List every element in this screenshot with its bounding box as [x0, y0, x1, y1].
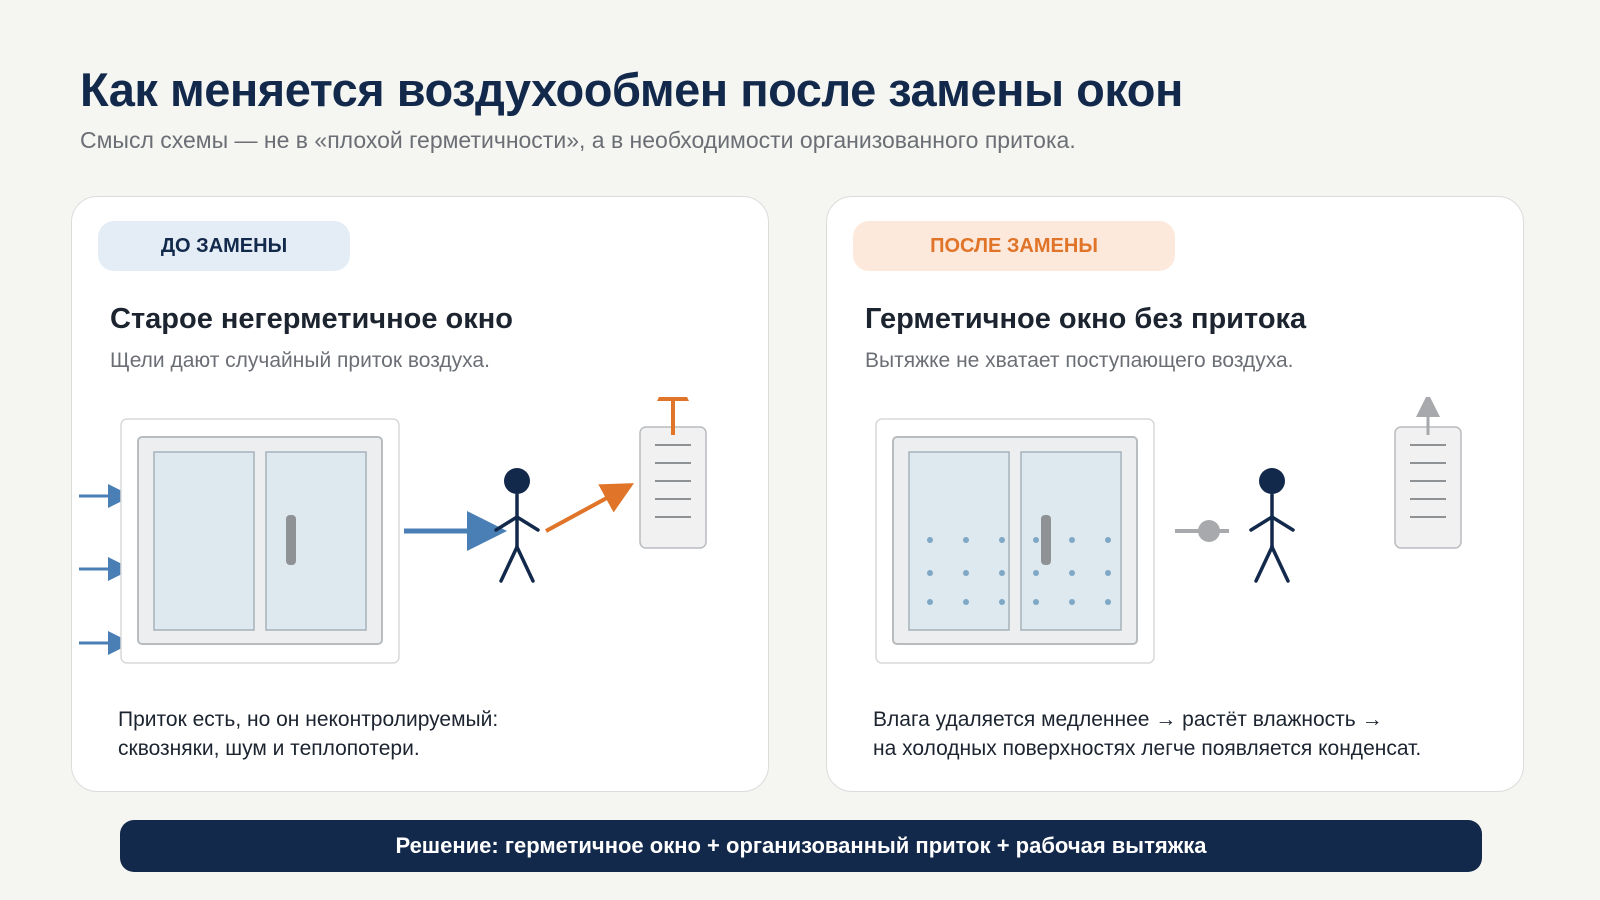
- after-scene: [875, 397, 1462, 664]
- solution-banner: Решение: герметичное окно + организованн…: [120, 820, 1482, 872]
- sealed-window-icon: [875, 418, 1155, 664]
- before-card: ДО ЗАМЕНЫ Старое негерметичное окно Щели…: [71, 196, 769, 792]
- after-card: ПОСЛЕ ЗАМЕНЫ Герметичное окно без приток…: [826, 196, 1524, 792]
- person-icon: [494, 468, 540, 583]
- leak-arrows: [79, 484, 132, 655]
- before-note: Приток есть, но он неконтролируемый: скв…: [118, 705, 498, 763]
- exhaust-flow-arrow: [545, 483, 635, 533]
- before-card-title: Старое негерметичное окно: [110, 303, 514, 335]
- before-badge: ДО ЗАМЕНЫ: [98, 221, 350, 271]
- blocked-inflow-icon: [1175, 520, 1229, 542]
- after-note-line2: на холодных поверхностях легче появляетс…: [873, 737, 1422, 760]
- page-subtitle: Смысл схемы — не в «плохой герметичности…: [80, 127, 1076, 153]
- after-card-title: Герметичное окно без притока: [865, 303, 1307, 335]
- old-window-icon: [120, 418, 400, 664]
- page-title: Как меняется воздухообмен после замены о…: [80, 63, 1183, 116]
- after-note-line1: Влага удаляется медленнее → растёт влажн…: [873, 708, 1383, 731]
- before-scene: [79, 397, 707, 664]
- before-card-subtitle: Щели дают случайный приток воздуха.: [110, 349, 490, 372]
- after-card-subtitle: Вытяжке не хватает поступающего воздуха.: [865, 349, 1294, 372]
- exhaust-vent-icon: [1394, 426, 1462, 549]
- before-note-line1: Приток есть, но он неконтролируемый:: [118, 708, 499, 731]
- after-note: Влага удаляется медленнее → растёт влажн…: [873, 705, 1421, 763]
- person-icon: [1249, 468, 1295, 583]
- condensation-dots: [927, 537, 1111, 605]
- before-note-line2: сквозняки, шум и теплопотери.: [118, 737, 420, 760]
- after-badge: ПОСЛЕ ЗАМЕНЫ: [853, 221, 1175, 271]
- exhaust-vent-icon: [639, 426, 707, 549]
